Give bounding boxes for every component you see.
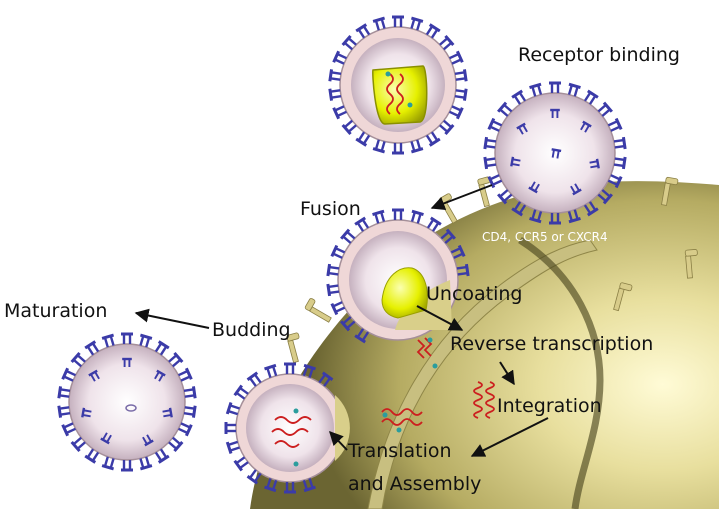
envelope-spike [182,402,197,420]
label-budding: Budding [212,319,291,341]
envelope-spike [119,332,135,346]
label-reverse-transcription: Reverse transcription [450,333,654,355]
receptor-binding-virion [483,81,627,225]
mature-virion [57,332,197,472]
arrow-assembly [329,430,348,451]
free-virion-capsid [328,15,468,155]
budding-virion [224,362,350,494]
arrow-integration [499,361,515,386]
arrow-fusion [430,184,493,211]
label-assembly: and Assembly [348,473,482,495]
envelope-spike [390,141,406,155]
host-cell [250,181,719,509]
label-maturation: Maturation [4,300,108,322]
label-translation: Translation [348,440,452,462]
envelope-spike [282,362,298,376]
envelope-spike [390,208,406,222]
label-uncoating: Uncoating [426,283,523,305]
envelope-spike [326,262,341,279]
label-fusion: Fusion [300,198,361,220]
envelope-spike [224,420,238,436]
envelope-spike [483,135,498,152]
envelope-spike [328,67,343,85]
envelope-spike [483,154,498,171]
envelope-spike [57,384,72,402]
viral-enzymes [382,337,438,433]
envelope-spike [612,154,627,171]
envelope-spike [390,15,406,29]
capsid [381,267,428,319]
envelope-spike [326,281,341,298]
arrow-maturation [134,308,210,329]
label-receptors: CD4, CCR5 or CXCR4 [482,230,608,244]
label-integration: Integration [497,395,602,417]
process-arrows [134,184,549,457]
envelope-spike [328,85,343,103]
arrow-reverse-transcription [416,305,464,331]
nucleus-fold [518,237,604,510]
envelope-spike [119,458,135,472]
envelope-spike [453,85,468,103]
envelope-spike [547,81,563,95]
envelope-spike [57,402,72,420]
envelope-spike [453,67,468,85]
nucleus-envelope [367,239,598,510]
arrow-translation [470,417,549,457]
envelope-spike [612,135,627,152]
label-receptor-binding: Receptor binding [518,44,680,66]
envelope-spike [182,384,197,402]
